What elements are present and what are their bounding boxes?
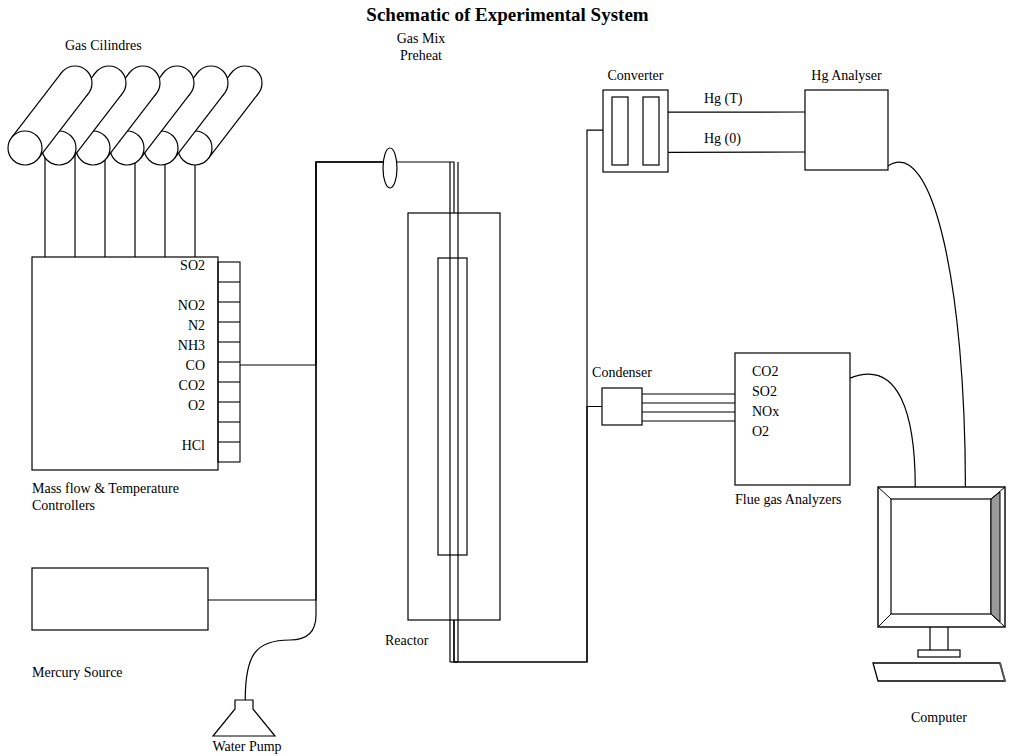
condenser-box-outline — [602, 388, 642, 425]
node-label: Water Pump — [207, 738, 287, 755]
node-label: Computer — [873, 709, 1005, 726]
gas-name: SO2 — [752, 383, 777, 400]
pipe-connector — [245, 162, 383, 700]
gas-name: N2 — [188, 317, 205, 334]
gas-name: CO2 — [752, 363, 778, 380]
pipe-line — [850, 374, 915, 487]
node-label: Gas Cilindres — [65, 37, 142, 54]
gas-name: NOx — [752, 403, 779, 420]
gas-name: O2 — [752, 423, 769, 440]
mercury-analyser-outline — [805, 90, 888, 170]
pipe-line — [164, 150, 165, 257]
pipe-line — [454, 130, 603, 662]
node-label: Flue gas Analyzers — [735, 491, 842, 508]
gas-name: SO2 — [180, 257, 205, 274]
line-label: Hg (T) — [702, 91, 745, 107]
pipe-line — [668, 151, 805, 153]
mass-flow-controller-box-outline — [32, 257, 240, 470]
preheat-ring-outline — [383, 148, 397, 188]
reactor-furnace: Reactor — [408, 213, 500, 620]
computer-icon: Computer — [873, 487, 1005, 682]
pipe-connector — [208, 162, 383, 600]
pipe-connector — [642, 394, 735, 421]
condenser-box: Condenser — [602, 388, 642, 425]
flue-gas-analyzer-box: CO2SO2NOxO2Flue gas Analyzers — [735, 353, 850, 485]
mass-flow-controller-box: SO2NO2N2NH3COCO2O2HClMass flow & Tempera… — [32, 257, 240, 470]
pipe-connector — [888, 162, 965, 487]
pipe-line — [642, 411, 735, 412]
pipe-connector — [45, 150, 195, 257]
pipe-connector — [240, 162, 383, 365]
pipe-line — [134, 150, 135, 257]
computer-icon-outline — [873, 487, 1005, 682]
pipe-line — [104, 150, 105, 257]
pipe-line — [642, 420, 735, 421]
pipe-line — [74, 150, 75, 257]
pipe-connector — [850, 374, 915, 487]
pipe-line — [888, 162, 965, 487]
pipe-line — [668, 111, 805, 112]
pipe-line — [397, 162, 454, 213]
diagram-title: Schematic of Experimental System — [0, 4, 1015, 26]
mercury-analyser: Hg Analyser — [805, 90, 888, 170]
pipe-line — [642, 402, 735, 403]
node-label: Converter — [583, 67, 688, 84]
reactor-furnace-outline — [408, 213, 500, 620]
gas-name: CO2 — [179, 377, 205, 394]
node-label: Gas Mix Preheat — [385, 30, 457, 64]
gas-cylinders-outline — [8, 40, 243, 168]
gas-name: HCl — [182, 437, 205, 454]
pipe-line — [208, 162, 383, 600]
node-label: Mercury Source — [32, 664, 123, 681]
preheat-ring: Gas Mix Preheat — [383, 148, 397, 188]
line-label: Hg (0) — [702, 131, 743, 147]
pipe-line — [44, 150, 45, 257]
gas-name: CO — [186, 357, 205, 374]
water-pump-flask-outline — [213, 700, 275, 736]
gas-name: NH3 — [178, 337, 205, 354]
water-pump-flask: Water Pump — [213, 700, 275, 736]
mercury-source-box-outline — [32, 568, 208, 630]
mercury-converter: Converter — [603, 90, 668, 172]
pipe-connector — [454, 130, 603, 662]
pipe-line — [245, 162, 383, 700]
node-label: Reactor — [385, 632, 429, 649]
mercury-converter-outline — [603, 90, 668, 172]
pipe-connector — [454, 407, 602, 663]
pipe-connector — [668, 112, 805, 113]
pipe-connector — [668, 152, 805, 153]
pipe-line — [454, 407, 602, 663]
pipe-connector — [397, 162, 454, 213]
mercury-source-box: Mercury Source — [32, 568, 208, 630]
pipe-line — [194, 150, 195, 257]
gas-name: O2 — [188, 397, 205, 414]
node-label: Mass flow & Temperature Controllers — [32, 480, 207, 514]
gas-name: NO2 — [178, 297, 205, 314]
pipe-line — [240, 162, 383, 365]
node-label: Hg Analyser — [790, 67, 903, 84]
gas-cylinders: Gas Cilindres — [8, 40, 243, 168]
node-label: Condenser — [572, 364, 672, 381]
pipe-line — [642, 393, 735, 394]
